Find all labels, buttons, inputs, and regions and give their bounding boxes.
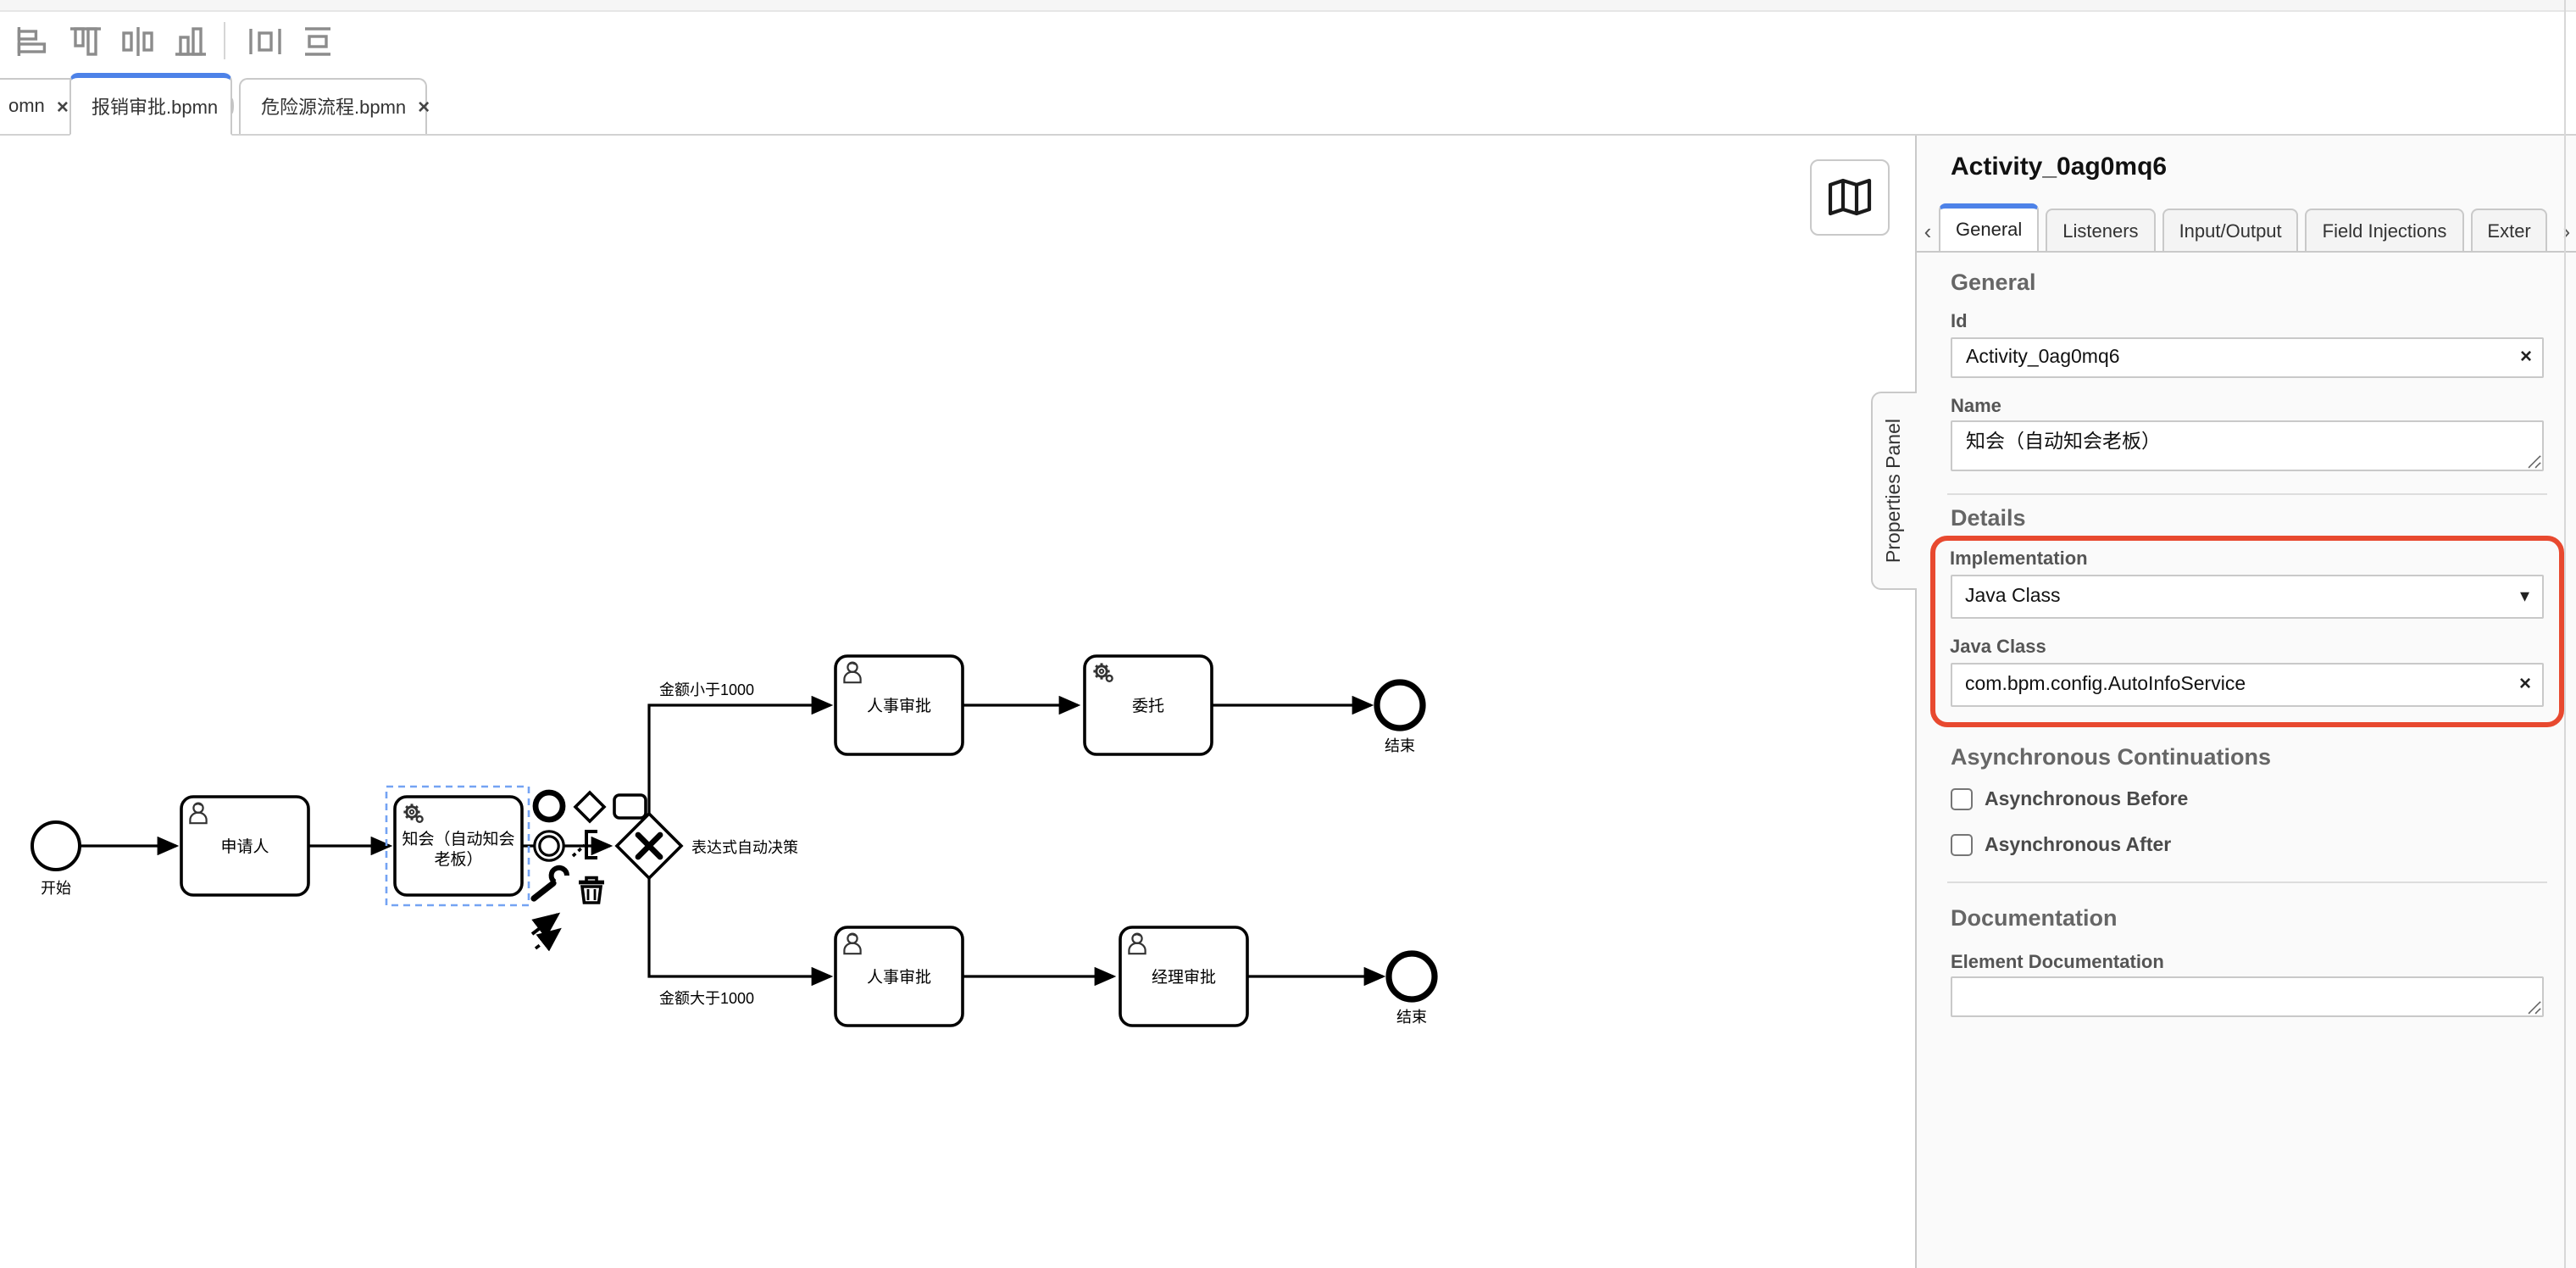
bpmn-end-event-top[interactable]: 结束 [1374, 679, 1426, 754]
asynchronous-after-checkbox[interactable] [1951, 834, 1973, 856]
properties-tab-bar: ‹ General Listeners Input/Output Field I… [1917, 203, 2576, 253]
asynchronous-after-label: Asynchronous After [1985, 835, 2172, 855]
window-top-strip [0, 0, 2576, 12]
bpmn-service-task-delegate[interactable]: 委托 [1083, 654, 1213, 756]
end-event-label: 结束 [1385, 737, 1415, 754]
append-intermediate-event-icon[interactable] [533, 830, 565, 862]
bpmn-exclusive-gateway[interactable]: 表达式自动决策 [614, 811, 798, 881]
java-class-field-label: Java Class [1950, 637, 2046, 658]
end-event-label: 结束 [1396, 1009, 1427, 1026]
tab-general[interactable]: General [1939, 203, 2040, 253]
distribute-vertical-icon[interactable] [293, 19, 341, 63]
alignment-toolbar [0, 14, 2576, 68]
properties-panel-collapse-tab[interactable]: Properties Panel [1871, 392, 1917, 590]
task-label-line1: 知会（自动知会 [402, 830, 514, 848]
task-label: 委托 [1132, 697, 1164, 715]
align-center-horizontal-icon[interactable] [114, 19, 161, 63]
bpmn-user-task-applicant[interactable]: 申请人 [180, 795, 310, 897]
align-left-icon[interactable] [8, 19, 56, 63]
java-class-input[interactable] [1950, 663, 2543, 707]
task-label: 经理审批 [1152, 968, 1216, 987]
general-section-heading: General [1951, 270, 2036, 295]
distribute-horizontal-icon[interactable] [241, 19, 288, 63]
scroll-tabs-left-icon[interactable]: ‹ [1924, 218, 1932, 243]
gateway-x-marker [635, 831, 663, 860]
bpmn-user-task-manager[interactable]: 经理审批 [1119, 926, 1249, 1027]
map-icon [1828, 178, 1872, 216]
properties-panel-body: General Id × Name 知会（自动知会老板） Details Imp… [1917, 251, 2576, 1268]
minimap-toggle-button[interactable] [1810, 159, 1890, 236]
file-tab[interactable]: 危险源流程.bpmn × [239, 78, 430, 134]
asynchronous-before-label: Asynchronous Before [1985, 789, 2189, 809]
implementation-select[interactable]: Java Class ▾ [1950, 575, 2543, 619]
async-section-heading: Asynchronous Continuations [1951, 744, 2271, 770]
properties-panel: Activity_0ag0mq6 ‹ General Listeners Inp… [1915, 136, 2576, 1268]
bpmn-start-event[interactable]: 开始 [31, 820, 81, 897]
implementation-field-label: Implementation [1950, 549, 2088, 570]
tab-extensions[interactable]: Exter [2470, 209, 2548, 253]
tab-input-output[interactable]: Input/Output [2162, 209, 2299, 253]
section-divider [1947, 881, 2547, 883]
flow-label-amount-greater: 金额大于1000 [659, 990, 754, 1007]
change-type-wrench-icon[interactable] [530, 865, 569, 902]
properties-panel-tab-label: Properties Panel [1885, 418, 1905, 564]
bpmn-user-task-hr-bottom[interactable]: 人事审批 [834, 926, 964, 1027]
close-icon[interactable]: × [56, 95, 69, 119]
tab-listeners[interactable]: Listeners [2046, 209, 2156, 253]
bpmn-end-event-bottom[interactable]: 结束 [1385, 950, 1438, 1026]
align-bottom-icon[interactable] [166, 19, 214, 63]
bpmn-diagram: 金额小于1000 金额大于1000 开始 申请人 知会（自动知会 老板） [31, 654, 1438, 1027]
details-section-heading: Details [1951, 505, 2026, 531]
delete-trash-icon[interactable] [579, 876, 604, 904]
task-label: 申请人 [220, 837, 269, 856]
bpmn-user-task-hr-top[interactable]: 人事审批 [834, 654, 964, 756]
id-field-label: Id [1951, 312, 1968, 332]
append-gateway-icon[interactable] [573, 790, 607, 824]
element-documentation-textarea[interactable] [1951, 976, 2544, 1017]
append-text-annotation-icon[interactable] [571, 830, 597, 859]
selected-element-title: Activity_0ag0mq6 [1951, 153, 2168, 181]
selection-outline [385, 785, 530, 907]
implementation-selected-value: Java Class [1965, 587, 2061, 607]
bpmn-canvas[interactable]: 金额小于1000 金额大于1000 开始 申请人 知会（自动知会 老板） [0, 136, 1915, 1268]
documentation-section-heading: Documentation [1951, 905, 2118, 931]
flow-label-amount-less: 金额小于1000 [659, 681, 754, 698]
window-right-edge [2564, 0, 2566, 1268]
task-label: 人事审批 [867, 968, 931, 987]
file-tab-active[interactable]: 报销审批.bpmn [69, 73, 234, 136]
task-label: 人事审批 [867, 697, 931, 715]
clear-icon[interactable]: × [2518, 671, 2531, 695]
file-tab-label: omn [8, 97, 45, 117]
id-input[interactable] [1951, 337, 2544, 378]
connect-tool-icon[interactable] [530, 912, 562, 952]
element-documentation-label: Element Documentation [1951, 953, 2164, 973]
append-end-event-icon[interactable] [532, 789, 566, 823]
clear-icon[interactable]: × [2519, 344, 2532, 368]
section-divider [1947, 493, 2547, 495]
sequence-flows[interactable] [80, 695, 1386, 987]
append-task-icon[interactable] [613, 793, 647, 820]
highlight-red-box: Implementation Java Class ▾ Java Class × [1930, 536, 2564, 727]
start-event-label: 开始 [41, 880, 71, 897]
close-icon[interactable]: × [418, 95, 430, 119]
context-pad [530, 789, 647, 952]
task-label-line2: 老板） [434, 850, 482, 869]
name-textarea[interactable]: 知会（自动知会老板） [1951, 420, 2544, 471]
file-tab-bar: omn × 报销审批.bpmn 危险源流程.bpmn × [0, 68, 2576, 136]
gateway-label: 表达式自动决策 [691, 839, 798, 856]
file-tab-label: 危险源流程.bpmn [261, 98, 407, 119]
bpmn-service-task-notify[interactable]: 知会（自动知会 老板） [393, 795, 524, 897]
asynchronous-before-checkbox[interactable] [1951, 788, 1973, 810]
file-tab-label: 报销审批.bpmn [92, 97, 219, 118]
chevron-down-icon: ▾ [2519, 587, 2529, 607]
unsaved-indicator-icon[interactable] [230, 98, 234, 114]
align-top-icon[interactable] [61, 19, 108, 63]
scroll-tabs-right-icon[interactable]: › [2556, 209, 2576, 253]
name-field-label: Name [1951, 397, 2001, 417]
toolbar-separator [224, 22, 225, 59]
tab-field-injections[interactable]: Field Injections [2305, 209, 2464, 253]
